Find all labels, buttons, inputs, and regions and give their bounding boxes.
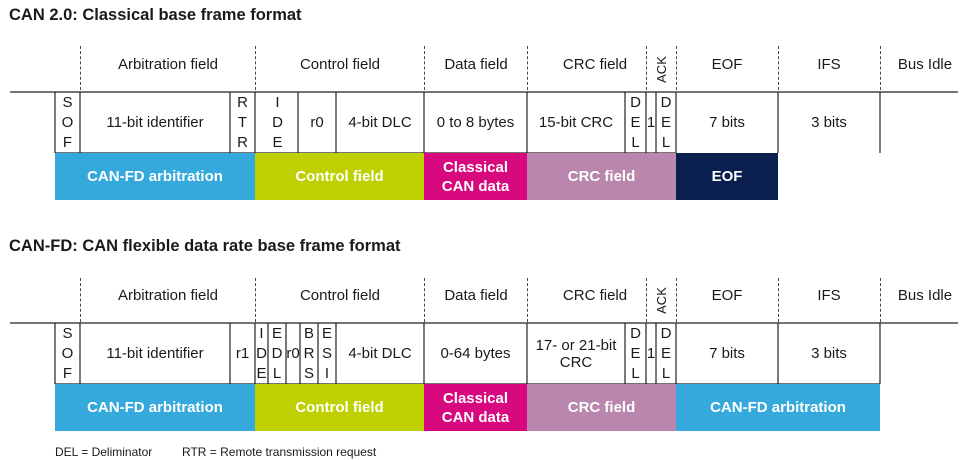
bar-canfd-arbitration: CAN-FD arbitration xyxy=(55,384,255,431)
field-separator xyxy=(527,46,528,90)
bit-rtr: R T R xyxy=(237,94,248,151)
header-crc: CRC field xyxy=(562,287,628,304)
bit-ack-slot: 1 xyxy=(646,345,656,362)
bar-control-field: Control field xyxy=(255,384,424,431)
footer-rtr-definition: RTR = Remote transmission request xyxy=(182,445,377,459)
header-bus-idle: Bus Idle xyxy=(897,287,953,304)
bar-canfd-arbitration-tail: CAN-FD arbitration xyxy=(676,384,880,431)
header-data: Data field xyxy=(444,287,508,304)
header-ifs: IFS xyxy=(817,287,841,304)
header-control: Control field xyxy=(299,56,381,73)
bar-crc-field: CRC field xyxy=(527,384,676,431)
field-separator xyxy=(646,278,647,322)
bit-ide: I D E xyxy=(256,325,267,382)
bit-crc: 17- or 21-bit CRC xyxy=(535,336,617,371)
field-separator xyxy=(676,278,677,322)
header-bus-idle: Bus Idle xyxy=(897,56,953,73)
field-separator xyxy=(676,46,677,90)
bit-dlc: 4-bit DLC xyxy=(348,114,412,131)
bar-control-field: Control field xyxy=(255,153,424,200)
field-separator xyxy=(255,278,256,322)
field-separator xyxy=(646,46,647,90)
field-separator xyxy=(527,278,528,322)
bit-r0: r0 xyxy=(286,345,300,362)
bit-ack-slot: 1 xyxy=(646,114,656,131)
field-separator xyxy=(424,278,425,322)
section-title-can20: CAN 2.0: Classical base frame format xyxy=(9,6,302,24)
field-separator xyxy=(80,278,81,322)
bit-ifs: 3 bits xyxy=(811,345,847,362)
bit-ifs: 3 bits xyxy=(811,114,847,131)
bit-ide: I D E xyxy=(272,94,283,151)
bit-data: 0 to 8 bytes xyxy=(436,114,515,131)
field-separator xyxy=(880,278,881,322)
bit-identifier: 11-bit identifier xyxy=(106,345,204,362)
field-separator xyxy=(778,46,779,90)
bit-crc-del: D E L xyxy=(630,325,641,382)
bar-eof: EOF xyxy=(676,153,778,200)
bit-ack-del: D E L xyxy=(660,325,672,382)
bit-ack-del: D E L xyxy=(660,94,672,151)
bit-brs: B R S xyxy=(303,325,315,382)
field-separator xyxy=(255,46,256,90)
field-separator xyxy=(80,46,81,90)
bar-classical-can-data: Classical CAN data xyxy=(424,384,527,431)
footer-del-definition: DEL = Deliminator xyxy=(55,445,153,459)
bit-edl: E D L xyxy=(271,325,283,382)
header-ifs: IFS xyxy=(817,56,841,73)
bit-dlc: 4-bit DLC xyxy=(348,345,412,362)
bit-sof: S O F xyxy=(61,325,74,382)
field-separator xyxy=(424,46,425,90)
bit-esi: E S I xyxy=(321,325,332,382)
bit-identifier: 11-bit identifier xyxy=(106,114,204,131)
header-arbitration: Arbitration field xyxy=(117,56,219,73)
bit-sof: S O F xyxy=(61,94,74,151)
section-title-canfd: CAN-FD: CAN flexible data rate base fram… xyxy=(9,237,401,255)
bar-classical-can-data: Classical CAN data xyxy=(424,153,527,200)
field-separator xyxy=(880,46,881,90)
bit-r1: r1 xyxy=(235,345,250,362)
bar-crc-field: CRC field xyxy=(527,153,676,200)
field-separator xyxy=(778,278,779,322)
header-crc: CRC field xyxy=(562,56,628,73)
bit-eof: 7 bits xyxy=(709,114,745,131)
bit-crc-del: D E L xyxy=(630,94,641,151)
bar-canfd-arbitration: CAN-FD arbitration xyxy=(55,153,255,200)
header-eof: EOF xyxy=(711,56,743,73)
header-control: Control field xyxy=(299,287,381,304)
bit-r0: r0 xyxy=(310,114,324,131)
header-eof: EOF xyxy=(711,287,743,304)
bit-eof: 7 bits xyxy=(709,345,745,362)
bit-crc: 15-bit CRC xyxy=(538,114,614,131)
header-arbitration: Arbitration field xyxy=(117,287,219,304)
header-data: Data field xyxy=(444,56,508,73)
bit-data: 0-64 bytes xyxy=(440,345,511,362)
